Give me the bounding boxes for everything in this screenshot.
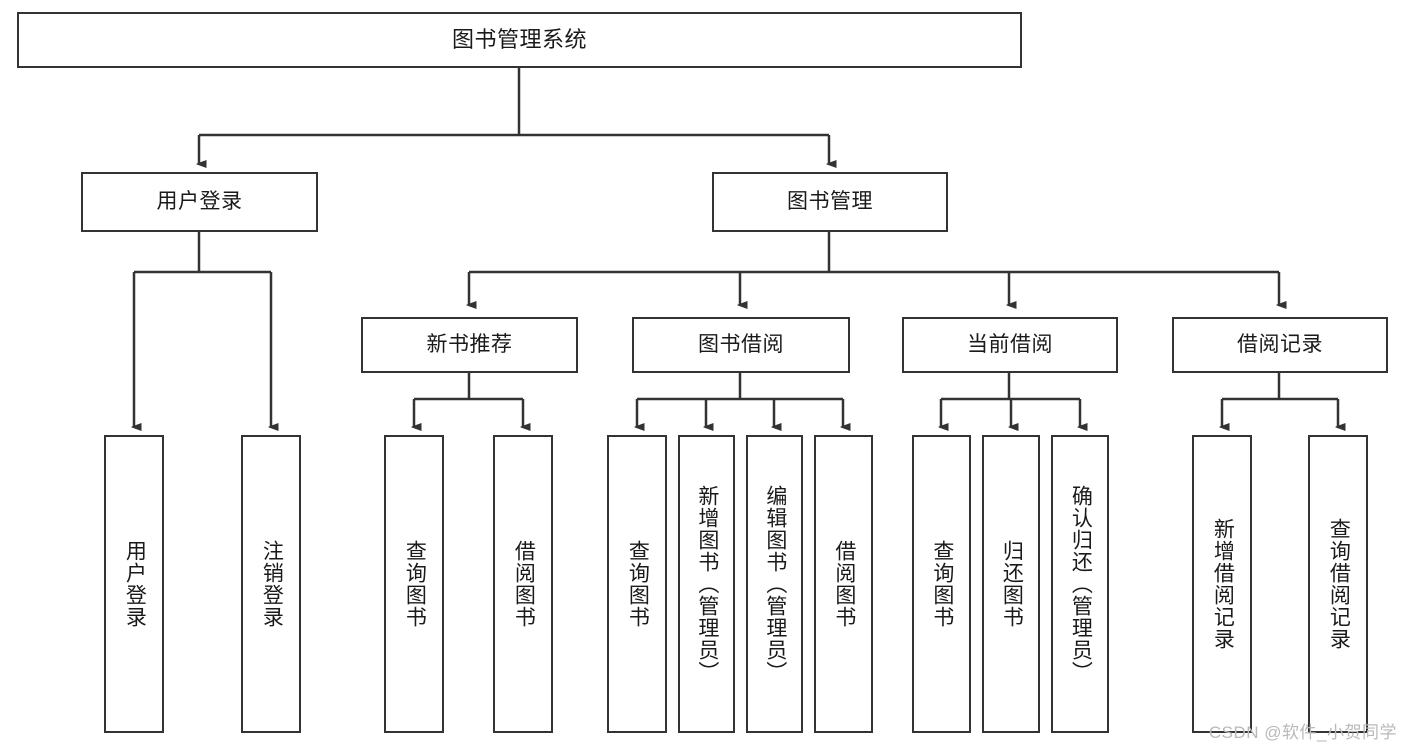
node-new-book-recommend[interactable]: 新书推荐 (361, 317, 578, 373)
node-borrow-record-label: 借阅记录 (1237, 332, 1323, 356)
leaf-logout[interactable]: 注销登录 (241, 435, 301, 733)
leaf-borrow-book-2[interactable]: 借阅图书 (814, 435, 873, 733)
leaf-query-record-label: 查询借阅记录 (1327, 518, 1351, 650)
leaf-add-record[interactable]: 新增借阅记录 (1192, 435, 1252, 733)
node-user-login-label: 用户登录 (156, 189, 243, 213)
node-current-borrow-label: 当前借阅 (967, 332, 1053, 356)
node-new-book-recommend-label: 新书推荐 (426, 332, 513, 356)
node-book-management[interactable]: 图书管理 (712, 172, 948, 232)
leaf-query-book-2-label: 查询图书 (626, 540, 650, 628)
watermark: CSDN @软件_小贺同学 (1208, 723, 1397, 742)
node-book-management-label: 图书管理 (787, 189, 873, 213)
node-borrow-record[interactable]: 借阅记录 (1172, 317, 1388, 373)
node-book-borrow-label: 图书借阅 (698, 332, 784, 356)
leaf-return-book[interactable]: 归还图书 (982, 435, 1040, 733)
leaf-add-book-label: 新增图书（管理员） (695, 485, 719, 683)
node-root-label: 图书管理系统 (451, 27, 587, 53)
leaf-edit-book[interactable]: 编辑图书（管理员） (746, 435, 803, 733)
leaf-borrow-book-2-label: 借阅图书 (832, 540, 856, 628)
node-user-login[interactable]: 用户登录 (81, 172, 318, 232)
leaf-user-login-label: 用户登录 (123, 540, 147, 628)
leaf-query-book-2[interactable]: 查询图书 (607, 435, 667, 733)
leaf-query-book-3-label: 查询图书 (930, 540, 954, 628)
leaf-confirm-return-label: 确认归还（管理员） (1069, 485, 1093, 683)
leaf-return-book-label: 归还图书 (1000, 540, 1024, 628)
node-root[interactable]: 图书管理系统 (17, 12, 1022, 68)
leaf-query-book-1[interactable]: 查询图书 (384, 435, 444, 733)
leaf-borrow-book-1-label: 借阅图书 (512, 540, 536, 628)
leaf-logout-label: 注销登录 (260, 540, 284, 628)
leaf-user-login[interactable]: 用户登录 (104, 435, 164, 733)
leaf-add-record-label: 新增借阅记录 (1211, 518, 1235, 650)
node-current-borrow[interactable]: 当前借阅 (902, 317, 1118, 373)
leaf-query-book-1-label: 查询图书 (403, 540, 427, 628)
leaf-confirm-return[interactable]: 确认归还（管理员） (1051, 435, 1109, 733)
leaf-add-book[interactable]: 新增图书（管理员） (678, 435, 735, 733)
node-book-borrow[interactable]: 图书借阅 (632, 317, 850, 373)
leaf-query-book-3[interactable]: 查询图书 (912, 435, 971, 733)
leaf-borrow-book-1[interactable]: 借阅图书 (493, 435, 553, 733)
leaf-query-record[interactable]: 查询借阅记录 (1308, 435, 1368, 733)
leaf-edit-book-label: 编辑图书（管理员） (763, 485, 787, 683)
